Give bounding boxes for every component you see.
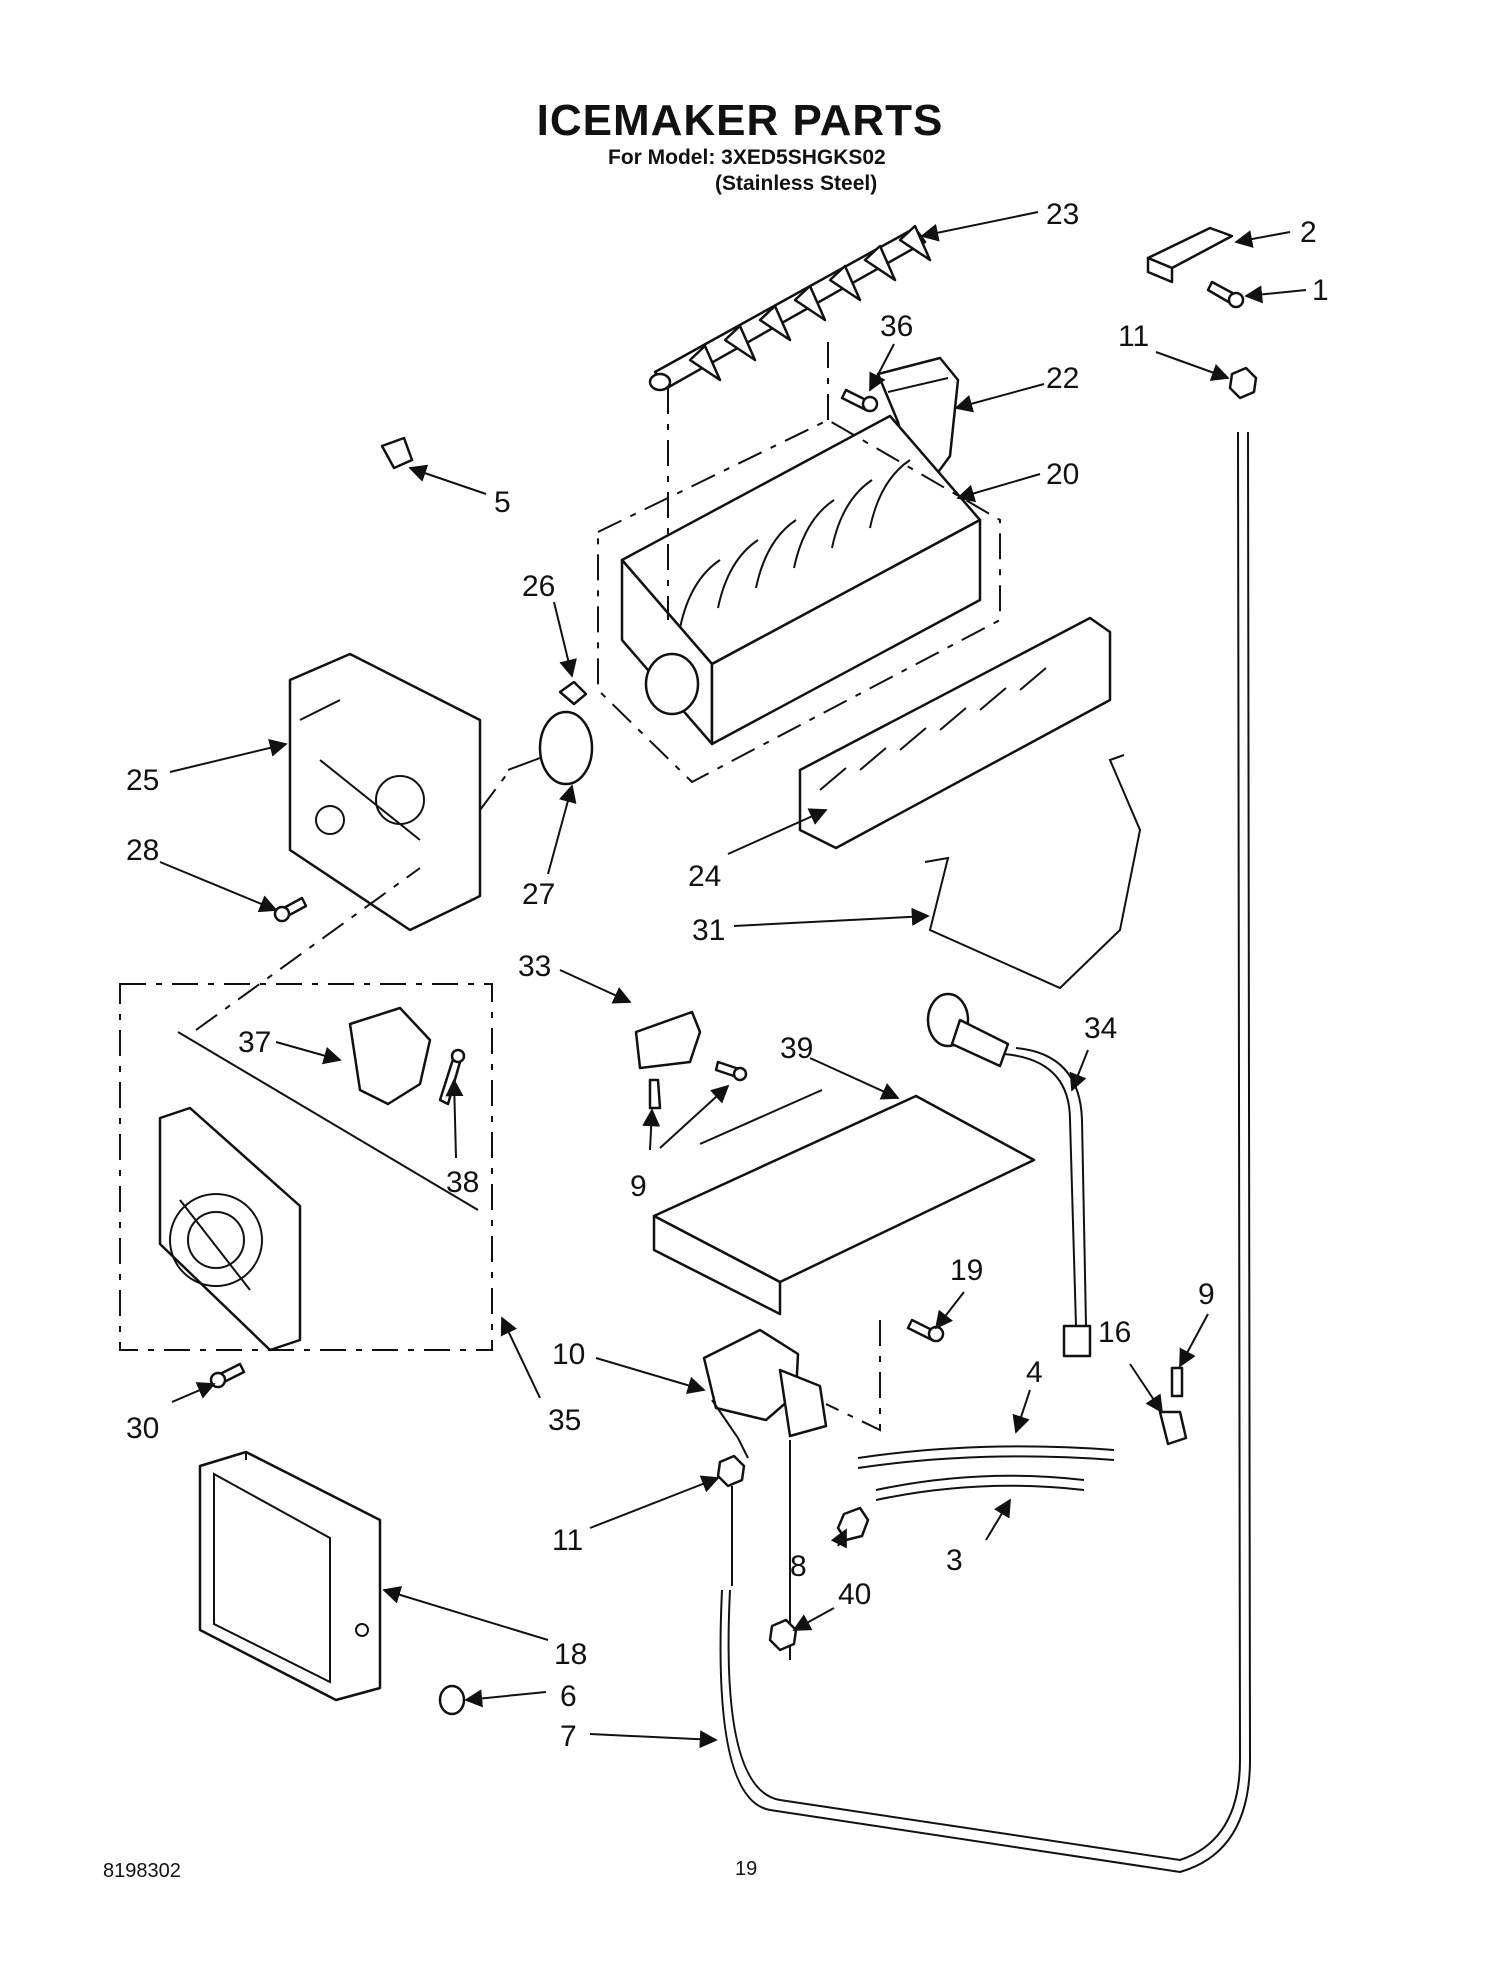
front-cover-24 <box>798 616 1112 850</box>
clip-26 <box>558 680 588 706</box>
finish-line: (Stainless Steel) <box>715 172 878 195</box>
callout-23: 23 <box>1046 198 1079 231</box>
callout-4: 4 <box>1026 1356 1043 1389</box>
callout-2: 2 <box>1300 216 1317 249</box>
heater-34 <box>926 992 1092 1358</box>
callout-25: 25 <box>126 764 159 797</box>
callout-31: 31 <box>692 914 725 947</box>
screw-28 <box>273 896 308 923</box>
callout-38: 38 <box>446 1166 479 1199</box>
callout-34: 34 <box>1084 1012 1117 1045</box>
callout-35: 35 <box>548 1404 581 1437</box>
callout-19: 19 <box>950 1254 983 1287</box>
clamp-16 <box>1158 1410 1188 1446</box>
cover-18 <box>198 1450 382 1702</box>
fill-tube-7 <box>727 431 1242 1862</box>
shutoff-arm-31 <box>924 754 1142 990</box>
callout-11-bottom: 11 <box>552 1524 583 1557</box>
motor-27 <box>507 710 594 786</box>
callout-5: 5 <box>494 486 511 519</box>
screw-36 <box>840 388 879 413</box>
plug-6 <box>438 1684 466 1716</box>
bracket-2 <box>1146 226 1234 284</box>
callout-16: 16 <box>1098 1316 1131 1349</box>
page-title: ICEMAKER PARTS <box>536 96 944 145</box>
callout-24: 24 <box>688 860 721 893</box>
callout-26: 26 <box>522 570 555 603</box>
page-number: 19 <box>735 1858 758 1880</box>
screw-19 <box>906 1318 945 1343</box>
housing-25 <box>288 652 482 932</box>
callout-arrows <box>159 211 1307 1749</box>
clip-5 <box>380 436 414 470</box>
mold-20 <box>620 414 982 746</box>
screw-38 <box>438 1048 466 1106</box>
callout-1: 1 <box>1312 274 1329 307</box>
screw-9-right <box>714 1060 748 1082</box>
nut-40 <box>768 1618 798 1652</box>
callout-11-top: 11 <box>1118 320 1149 353</box>
callout-22: 22 <box>1046 362 1079 395</box>
callout-36: 36 <box>880 310 913 343</box>
module-box-35 <box>119 983 493 1351</box>
callout-33: 33 <box>518 950 551 983</box>
callout-39: 39 <box>780 1032 813 1065</box>
nut-11-top <box>1228 366 1258 400</box>
nut-11-bottom <box>716 1454 746 1586</box>
doc-number: 8198302 <box>103 1860 181 1882</box>
ejector-bar-23 <box>648 224 932 392</box>
water-valve-10 <box>702 1320 881 1660</box>
screw-30 <box>209 1362 246 1389</box>
callout-10: 10 <box>552 1338 585 1371</box>
callout-6: 6 <box>560 1680 577 1713</box>
screw-9-clamp <box>1170 1366 1184 1398</box>
callout-9-left: 9 <box>630 1170 647 1203</box>
callout-37: 37 <box>238 1026 271 1059</box>
callout-7: 7 <box>560 1720 577 1753</box>
callout-28: 28 <box>126 834 159 867</box>
screw-1 <box>1206 280 1245 309</box>
callout-18: 18 <box>554 1638 587 1671</box>
tube-4 <box>857 1445 1115 1459</box>
callout-40: 40 <box>838 1578 871 1611</box>
callout-27: 27 <box>522 878 555 911</box>
callout-labels: 23 2 1 11 36 22 20 5 26 25 27 28 24 31 3… <box>126 198 1329 1753</box>
model-line: For Model: 3XED5SHGKS02 <box>608 146 886 169</box>
callout-3: 3 <box>946 1544 963 1577</box>
callout-9-right: 9 <box>1198 1278 1215 1311</box>
motor-37 <box>348 1006 432 1106</box>
module-plate <box>158 1106 302 1352</box>
bracket-plate-39 <box>652 1089 1036 1316</box>
cover-33 <box>634 1010 702 1070</box>
tube-3 <box>875 1474 1085 1491</box>
callout-30: 30 <box>126 1412 159 1445</box>
callout-8: 8 <box>790 1550 807 1583</box>
callout-20: 20 <box>1046 458 1079 491</box>
screw-9-left <box>648 1078 662 1110</box>
